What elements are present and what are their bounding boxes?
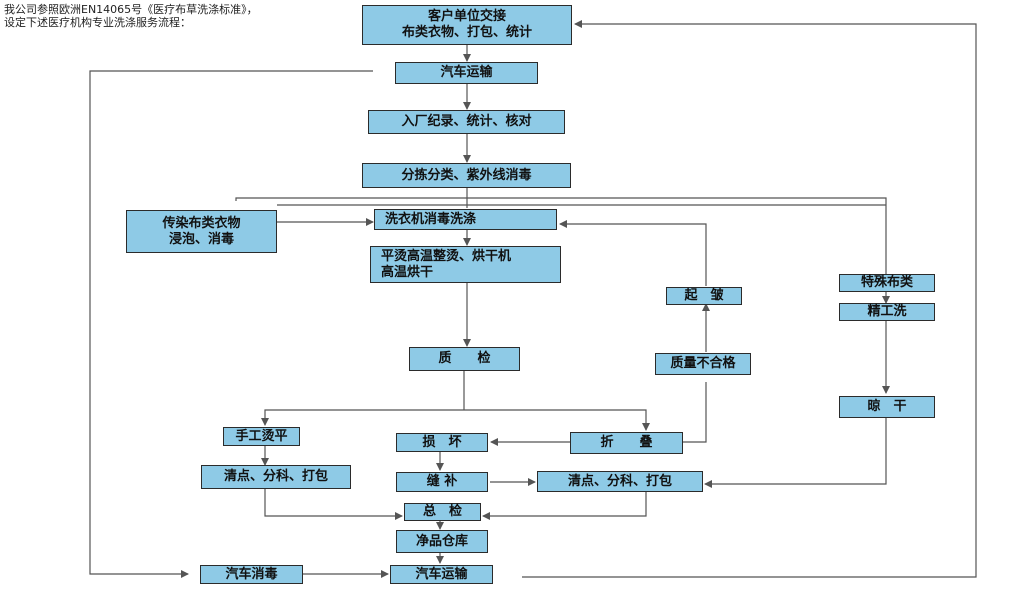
edge-rewrinkle-washer [559, 220, 707, 286]
edge-truck2-customer [522, 20, 977, 578]
node-rewrinkle: 起 皱 [666, 287, 742, 305]
edge-split-fold [464, 409, 650, 431]
node-truck-disinfect: 汽车消毒 [200, 565, 303, 584]
node-special-linen: 特殊布类 [839, 274, 935, 292]
edge-packleft-finalcheck [264, 489, 403, 520]
edge-packright-finalcheck [482, 492, 647, 520]
node-quality-fail: 质量不合格 [655, 353, 751, 375]
intro-line-1: 我公司参照欧洲EN14065号《医疗布草洗涤标准》， [4, 3, 258, 16]
edge-truck1-disinfect-loop [89, 70, 373, 578]
node-clean-storage: 净品仓库 [396, 530, 488, 553]
edge-airdry-packright [704, 418, 887, 488]
edge-split-handiron [261, 409, 464, 426]
node-sorting-uv: 分拣分类、紫外线消毒 [362, 163, 571, 188]
intro-line-2: 设定下述医疗机构专业洗涤服务流程： [4, 16, 191, 29]
node-damaged: 损 坏 [396, 433, 488, 452]
node-truck-transport-2: 汽车运输 [390, 565, 493, 584]
edge-sorting-branch-bus [235, 197, 887, 274]
node-count-pack-right: 清点、分科、打包 [537, 471, 703, 492]
node-truck-transport-1: 汽车运输 [395, 62, 538, 84]
node-mending: 缝 补 [396, 472, 488, 492]
node-ironing-drying: 平烫高温整烫、烘干机 高温烘干 [370, 246, 561, 283]
node-final-inspection: 总 检 [404, 503, 481, 521]
node-hand-ironing: 手工烫平 [223, 427, 300, 446]
node-folding: 折 叠 [570, 432, 683, 454]
node-air-dry: 晾 干 [839, 396, 935, 418]
intro-text: 我公司参照欧洲EN14065号《医疗布草洗涤标准》， 设定下述医疗机构专业洗涤服… [4, 3, 258, 29]
node-washer-disinfect: 洗衣机消毒洗涤 [374, 209, 557, 230]
edge-fold-quality [683, 382, 707, 443]
node-count-pack-left: 清点、分科、打包 [201, 465, 351, 489]
node-quality-inspection: 质 检 [409, 347, 520, 371]
node-intake-record: 入厂纪录、统计、核对 [368, 110, 565, 134]
node-infectious-linen: 传染布类衣物 浸泡、消毒 [126, 210, 277, 253]
node-fine-wash: 精工洗 [839, 303, 935, 321]
node-customer-handover: 客户单位交接 布类衣物、打包、统计 [362, 5, 572, 45]
